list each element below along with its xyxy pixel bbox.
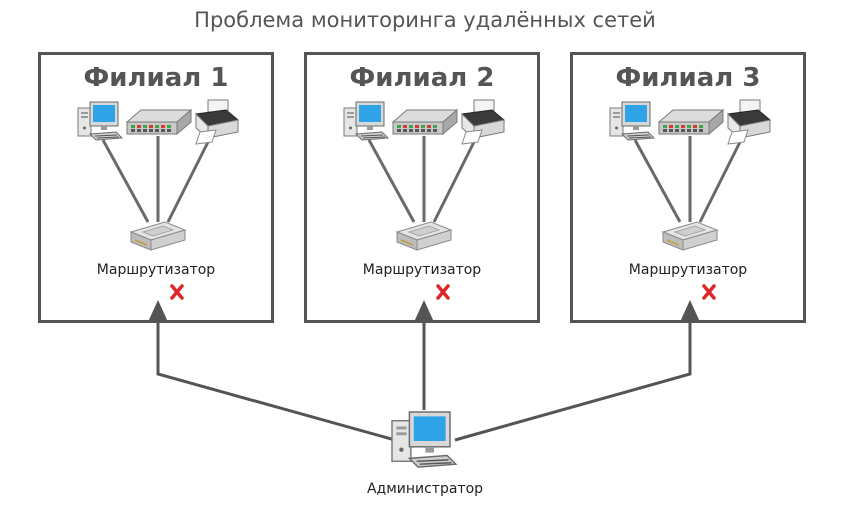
branch-box-2: Филиал 2 Маршрутизатор — [304, 52, 540, 323]
computer-icon — [77, 101, 123, 141]
computer-icon — [609, 101, 655, 141]
admin-link-branch-1 — [156, 322, 396, 442]
branch-title: Филиал 3 — [615, 63, 761, 93]
cross-icon — [170, 284, 184, 300]
arrow-up-branch-1 — [148, 300, 168, 322]
switch-icon — [126, 109, 192, 135]
switch-icon — [392, 109, 458, 135]
admin-link-branch-3 — [454, 322, 692, 442]
switch-icon — [658, 109, 724, 135]
admin-computer-icon — [391, 411, 457, 468]
diagram-title: Проблема мониторинга удалённых сетей — [194, 8, 656, 32]
arrow-up-branch-2 — [414, 300, 434, 322]
arrow-up-branch-3 — [680, 300, 700, 322]
router-label: Маршрутизатор — [628, 262, 748, 278]
printer-icon — [195, 99, 239, 145]
router-icon — [662, 221, 718, 251]
router-label: Маршрутизатор — [96, 262, 216, 278]
branch-1-links — [101, 136, 210, 223]
printer-icon — [461, 99, 505, 145]
router-icon — [130, 221, 186, 251]
router-label: Маршрутизатор — [362, 262, 482, 278]
branch-title: Филиал 1 — [83, 63, 229, 93]
branch-box-3: Филиал 3 Маршрутизатор — [570, 52, 806, 323]
branch-2-links — [367, 136, 476, 223]
branch-title: Филиал 2 — [349, 63, 495, 93]
printer-icon — [727, 99, 771, 145]
cross-icon — [436, 284, 450, 300]
admin-label: Администратор — [366, 481, 484, 497]
router-icon — [396, 221, 452, 251]
branch-3-links — [633, 136, 742, 223]
cross-icon — [702, 284, 716, 300]
computer-icon — [343, 101, 389, 141]
branch-box-1: Филиал 1 Маршрутизатор — [38, 52, 274, 323]
